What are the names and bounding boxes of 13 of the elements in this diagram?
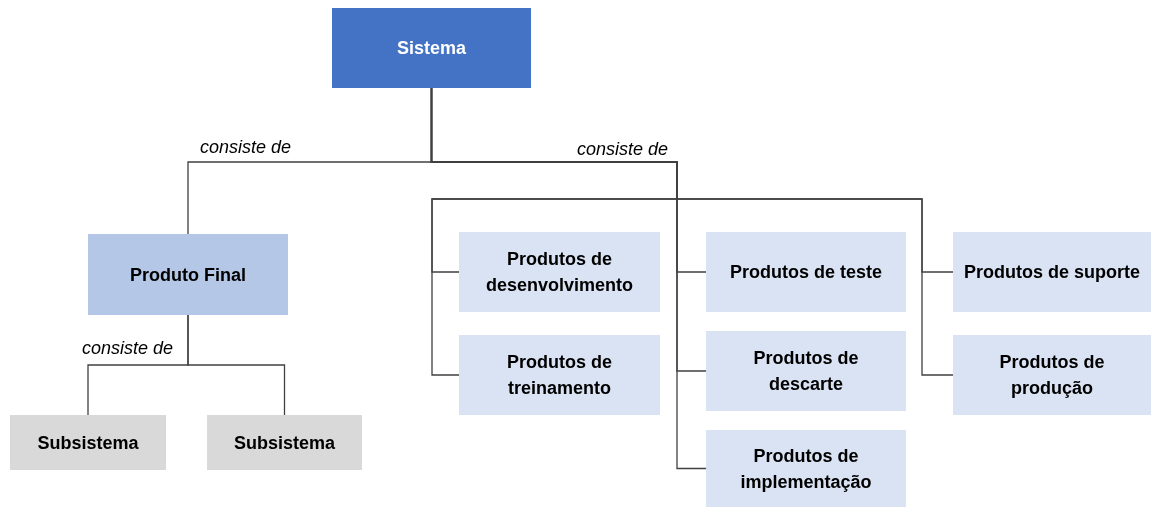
process-box: Subsistema — [10, 415, 166, 470]
process-box: Produtos de implementação — [706, 430, 906, 507]
connector-line — [187, 314, 286, 416]
connector-line — [430, 87, 954, 376]
top-box: Sistema — [332, 8, 531, 88]
process-box: Produtos de desenvolvimento — [459, 232, 660, 312]
process-box: Produto Final — [88, 234, 288, 315]
process-box: Produtos de produção — [953, 335, 1151, 415]
process-box: Produtos de teste — [706, 232, 906, 312]
process-box: Produtos de descarte — [706, 331, 906, 411]
process-box: Produtos de treinamento — [459, 335, 660, 415]
process-box: Subsistema — [207, 415, 362, 470]
process-box: Produtos de suporte — [953, 232, 1151, 312]
